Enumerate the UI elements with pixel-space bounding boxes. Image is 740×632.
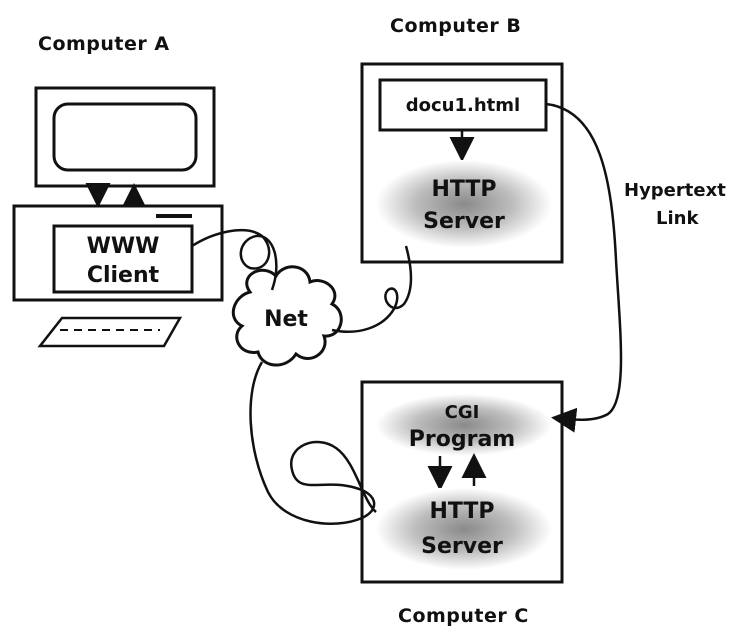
hypertext-link-line1: Hypertext (624, 180, 726, 201)
cgi-program: CGI Program (376, 394, 552, 456)
server-c-line1: HTTP (429, 499, 494, 524)
net-label: Net (264, 307, 308, 332)
http-server-c: HTTP Server (376, 488, 552, 570)
monitor-base-arrows (85, 183, 147, 208)
www-client-line1: WWW (87, 234, 160, 259)
server-c-line2: Server (421, 534, 503, 559)
program-server-arrows (427, 453, 487, 491)
cable-net-server-c (249, 361, 377, 525)
www-client-box: WWW Client (52, 224, 194, 294)
cable-client-net (191, 228, 278, 291)
computer-a-title: Computer A (38, 33, 170, 55)
http-server-b: HTTP Server (376, 160, 552, 248)
document-box: docu1.html (378, 78, 548, 132)
monitor-icon (34, 86, 216, 188)
document-label: docu1.html (406, 95, 520, 116)
computer-c-title: Computer C (398, 605, 529, 627)
cgi-line1: CGI (445, 402, 480, 423)
net-cloud-icon (231, 265, 343, 367)
cable-net-server-b (331, 245, 413, 334)
cgi-line2: Program (409, 427, 515, 452)
www-client-line2: Client (87, 263, 160, 288)
keyboard-icon (37, 316, 183, 348)
server-b-line2: Server (423, 209, 505, 234)
computer-b-title: Computer B (390, 15, 521, 37)
server-b-line1: HTTP (431, 177, 496, 202)
hypertext-link-line2: Link (656, 208, 699, 229)
hypertext-link-arrow (545, 102, 623, 433)
